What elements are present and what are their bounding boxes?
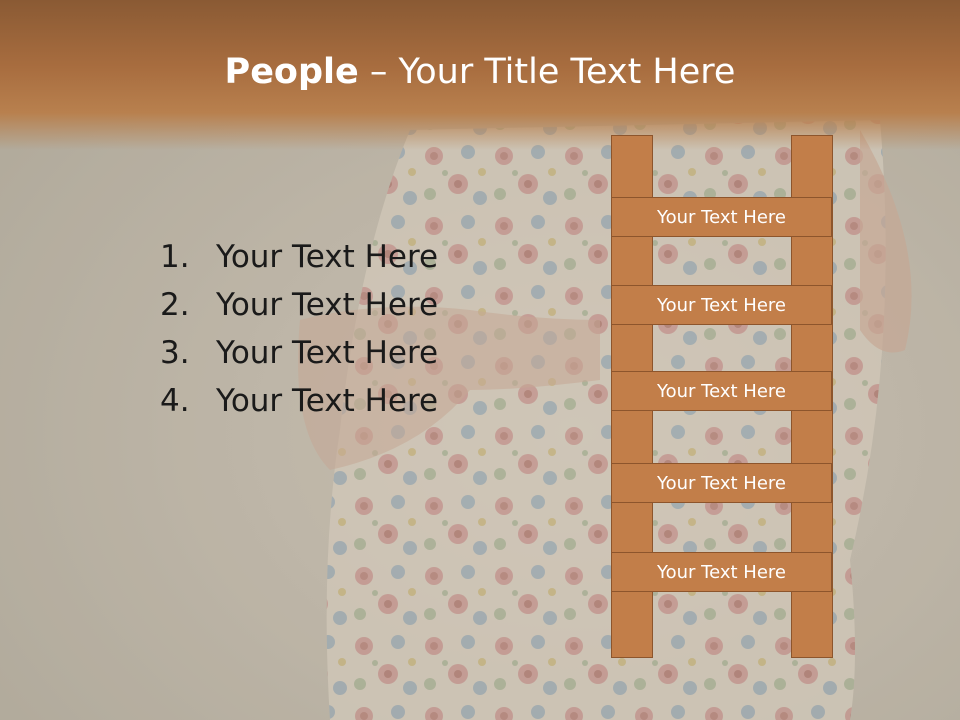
- ladder-graphic: Your Text Here Your Text Here Your Text …: [611, 135, 833, 658]
- ladder-rung-3: Your Text Here: [611, 371, 832, 411]
- rung-label: Your Text Here: [657, 206, 786, 228]
- list-item: 1. Your Text Here: [160, 233, 438, 281]
- ladder-rung-5: Your Text Here: [611, 552, 832, 592]
- title-bold-part: People: [224, 52, 359, 92]
- list-number: 3.: [160, 335, 190, 371]
- numbered-list: 1. Your Text Here 2. Your Text Here 3. Your…: [160, 233, 438, 425]
- rung-label: Your Text Here: [657, 294, 786, 316]
- list-item: 2. Your Text Here: [160, 281, 438, 329]
- list-text: Your Text Here: [216, 335, 439, 371]
- list-item: 3. Your Text Here: [160, 329, 438, 377]
- slide-title: People – Your Title Text Here: [0, 52, 960, 92]
- list-number: 4.: [160, 383, 190, 419]
- list-text: Your Text Here: [216, 287, 439, 323]
- rung-label: Your Text Here: [657, 561, 786, 583]
- ladder-rung-1: Your Text Here: [611, 197, 832, 237]
- list-number: 2.: [160, 287, 190, 323]
- ladder-rung-2: Your Text Here: [611, 285, 832, 325]
- title-band: [0, 0, 960, 150]
- list-text: Your Text Here: [216, 239, 439, 275]
- list-text: Your Text Here: [216, 383, 439, 419]
- list-item: 4. Your Text Here: [160, 377, 438, 425]
- rung-label: Your Text Here: [657, 472, 786, 494]
- title-rest-part: – Your Title Text Here: [358, 52, 736, 92]
- rung-label: Your Text Here: [657, 380, 786, 402]
- list-number: 1.: [160, 239, 190, 275]
- ladder-rung-4: Your Text Here: [611, 463, 832, 503]
